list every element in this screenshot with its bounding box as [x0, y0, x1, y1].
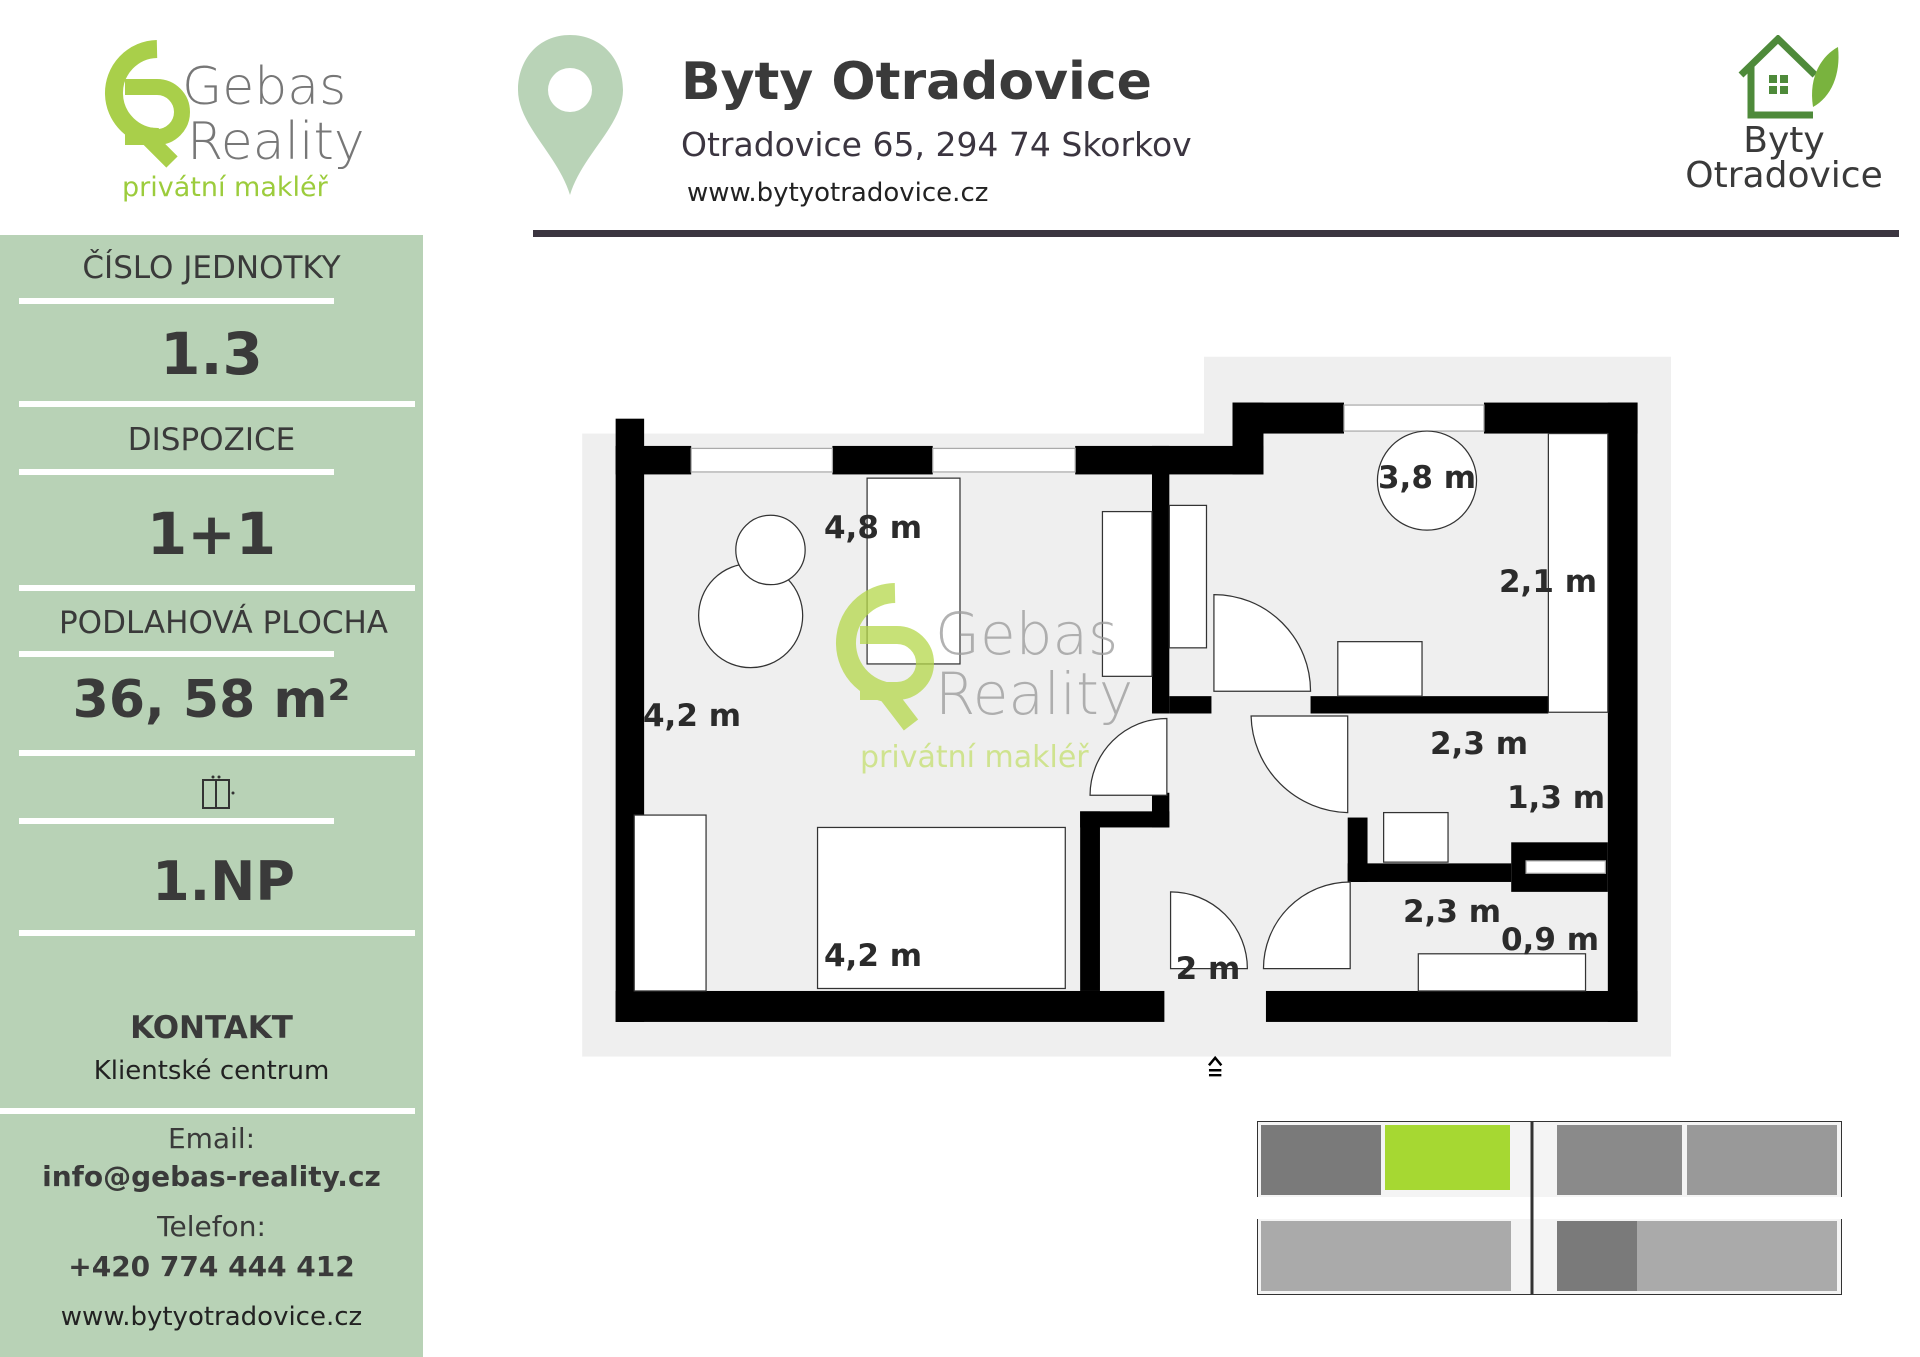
- area-value: 36, 58 m²: [72, 670, 351, 730]
- highlighted-unit: [1385, 1125, 1510, 1190]
- layout-label: DISPOZICE: [127, 422, 296, 458]
- gebas-logo-mark: [105, 40, 190, 168]
- phone-link[interactable]: +420 774 444 412: [68, 1250, 355, 1283]
- address: Otradovice 65, 294 74 Skorkov: [681, 125, 1192, 164]
- dimension-label: 4,2 m: [823, 938, 923, 974]
- dimension-label: 4,8 m: [823, 510, 923, 546]
- watermark: Gebas Reality privátní makléř: [815, 575, 1133, 785]
- dimension-label: 2,3 m: [1402, 894, 1502, 930]
- building-overview-plan: [1257, 1121, 1842, 1295]
- entrance-arrow-icon: [1208, 1055, 1223, 1077]
- divider: [19, 750, 415, 756]
- watermark-text1: Gebas: [935, 600, 1119, 668]
- divider: [19, 651, 334, 657]
- dimension-label: 2,3 m: [1429, 726, 1529, 762]
- byty-otradovice-logo: Byty Otradovice: [1678, 35, 1890, 200]
- divider: [19, 401, 415, 407]
- divider: [19, 930, 415, 936]
- dimension-label: 1,3 m: [1506, 780, 1606, 816]
- dimension-label: 0,9 m: [1500, 922, 1600, 958]
- email-link[interactable]: info@gebas-reality.cz: [42, 1160, 381, 1193]
- location-pin-icon: [518, 35, 623, 195]
- watermark-text2: Reality: [935, 660, 1134, 728]
- contact-title: KONTAKT: [130, 1010, 293, 1046]
- divider: [19, 298, 334, 304]
- layout-value: 1+1: [146, 500, 277, 568]
- area-label: PODLAHOVÁ PLOCHA: [58, 605, 389, 641]
- watermark-logo-mark: [836, 583, 934, 731]
- elevator-icon: [202, 775, 235, 809]
- gebas-logo-text1: Gebas: [182, 57, 347, 117]
- gebas-logo: Gebas Reality privátní makléř: [87, 37, 365, 207]
- gebas-logo-text2: Reality: [187, 112, 365, 172]
- dimension-label: 3,8 m: [1377, 460, 1477, 496]
- header-divider: [533, 230, 1899, 237]
- gebas-tagline: privátní makléř: [122, 172, 328, 203]
- divider: [19, 818, 334, 824]
- unit-label: ČÍSLO JEDNOTKY: [82, 250, 341, 286]
- page-title: Byty Otradovice: [681, 52, 1152, 112]
- unit-value: 1.3: [160, 320, 263, 388]
- divider: [0, 1108, 415, 1114]
- divider: [19, 585, 415, 591]
- project-logo-line2: Otradovice: [1685, 155, 1883, 196]
- phone-label: Telefon:: [157, 1210, 266, 1243]
- contact-subtitle: Klientské centrum: [93, 1056, 330, 1086]
- info-sidebar: [0, 235, 423, 1357]
- website-link[interactable]: www.bytyotradovice.cz: [687, 178, 989, 208]
- watermark-tagline: privátní makléř: [860, 740, 1089, 775]
- floor-value: 1.NP: [152, 850, 295, 913]
- dimension-label: 2 m: [1175, 951, 1241, 987]
- house-leaf-icon: [1738, 35, 1839, 119]
- project-logo-line1: Byty: [1743, 120, 1825, 161]
- dimension-label: 2,1 m: [1498, 564, 1598, 600]
- divider: [19, 469, 334, 475]
- sidebar-website-link[interactable]: www.bytyotradovice.cz: [60, 1302, 363, 1332]
- email-label: Email:: [167, 1122, 256, 1155]
- dimension-label: 4,2 m: [642, 698, 742, 734]
